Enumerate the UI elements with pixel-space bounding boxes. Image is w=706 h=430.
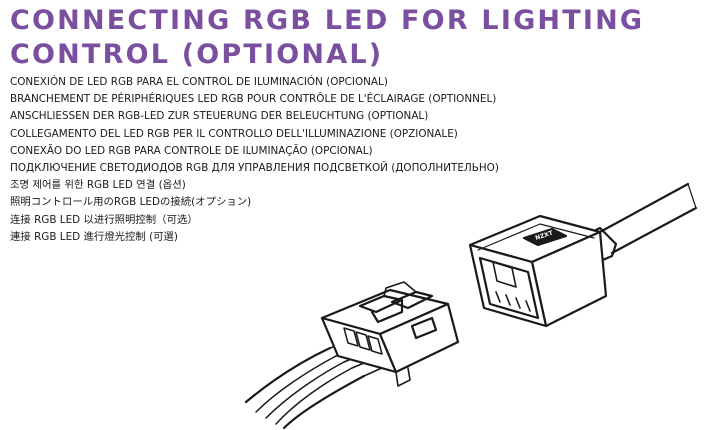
male-label-text: NZXT <box>534 229 554 242</box>
subtitle-italian: COLLEGAMENTO DEL LED RGB PER IL CONTROLL… <box>10 127 458 140</box>
male-front-face <box>468 243 548 328</box>
male-front-opening <box>478 256 540 320</box>
page-title-line-1: CONNECTING RGB LED FOR LIGHTING <box>10 5 645 36</box>
subtitle-japanese: 照明コントロール用のRGB LEDの接続(オプション) <box>10 196 252 209</box>
female-body-front <box>320 316 398 374</box>
female-body-side <box>378 302 460 374</box>
male-cable-end <box>687 183 697 209</box>
female-wire-outer-bottom <box>282 374 366 430</box>
subtitle-spanish: CONEXIÓN DE LED RGB PARA EL CONTROL DE I… <box>10 76 388 88</box>
male-pin-slot <box>495 291 531 312</box>
subtitle-german: ANSCHLIESSEN DER RGB-LED ZUR STEUERUNG D… <box>10 110 429 123</box>
female-side-latch <box>410 316 438 340</box>
female-wire-3 <box>275 367 353 425</box>
female-body-top <box>320 288 450 336</box>
male-latch-rib <box>492 261 517 288</box>
male-label-plate <box>522 227 568 247</box>
male-connector: NZXT <box>468 182 698 328</box>
female-top-groove <box>383 281 417 297</box>
subtitle-french: BRANCHEMENT DE PÉRIPHÉRIQUES LED RGB POU… <box>10 93 497 106</box>
translated-subtitles: CONEXIÓN DE LED RGB PARA EL CONTROL DE I… <box>10 74 499 246</box>
female-lock-ramp <box>358 294 404 324</box>
female-wire-2 <box>265 361 345 419</box>
page-title: CONNECTING RGB LED FOR LIGHTING CONTROL … <box>10 4 650 72</box>
female-bottom-edge <box>395 367 411 387</box>
subtitle-chinese-traditional: 連接 RGB LED 進行燈光控制 (可選) <box>10 230 178 243</box>
female-slot-3 <box>367 335 383 355</box>
subtitle-portuguese: CONEXÃO DO LED RGB PARA CONTROLE DE ILUM… <box>10 144 373 157</box>
male-side-face <box>530 230 608 328</box>
male-strain-relief <box>582 226 618 264</box>
female-slot-2 <box>355 331 371 351</box>
female-slot-1 <box>343 327 359 347</box>
female-wire-1 <box>255 355 337 413</box>
female-top-tab <box>390 290 434 310</box>
female-wire-entry <box>329 339 387 377</box>
female-connector <box>244 281 460 430</box>
page-title-line-2: CONTROL (OPTIONAL) <box>10 39 384 70</box>
subtitle-korean: 조명 제어를 위한 RGB LED 연결 (옵션) <box>10 179 186 192</box>
subtitle-chinese-simplified: 连接 RGB LED 以进行照明控制（可选） <box>10 213 198 226</box>
female-wire-outer-top <box>244 346 332 404</box>
male-cable <box>598 182 698 255</box>
subtitle-russian: ПОДКЛЮЧЕНИЕ СВЕТОДИОДОВ RGB ДЛЯ УПРАВЛЕН… <box>10 162 499 175</box>
